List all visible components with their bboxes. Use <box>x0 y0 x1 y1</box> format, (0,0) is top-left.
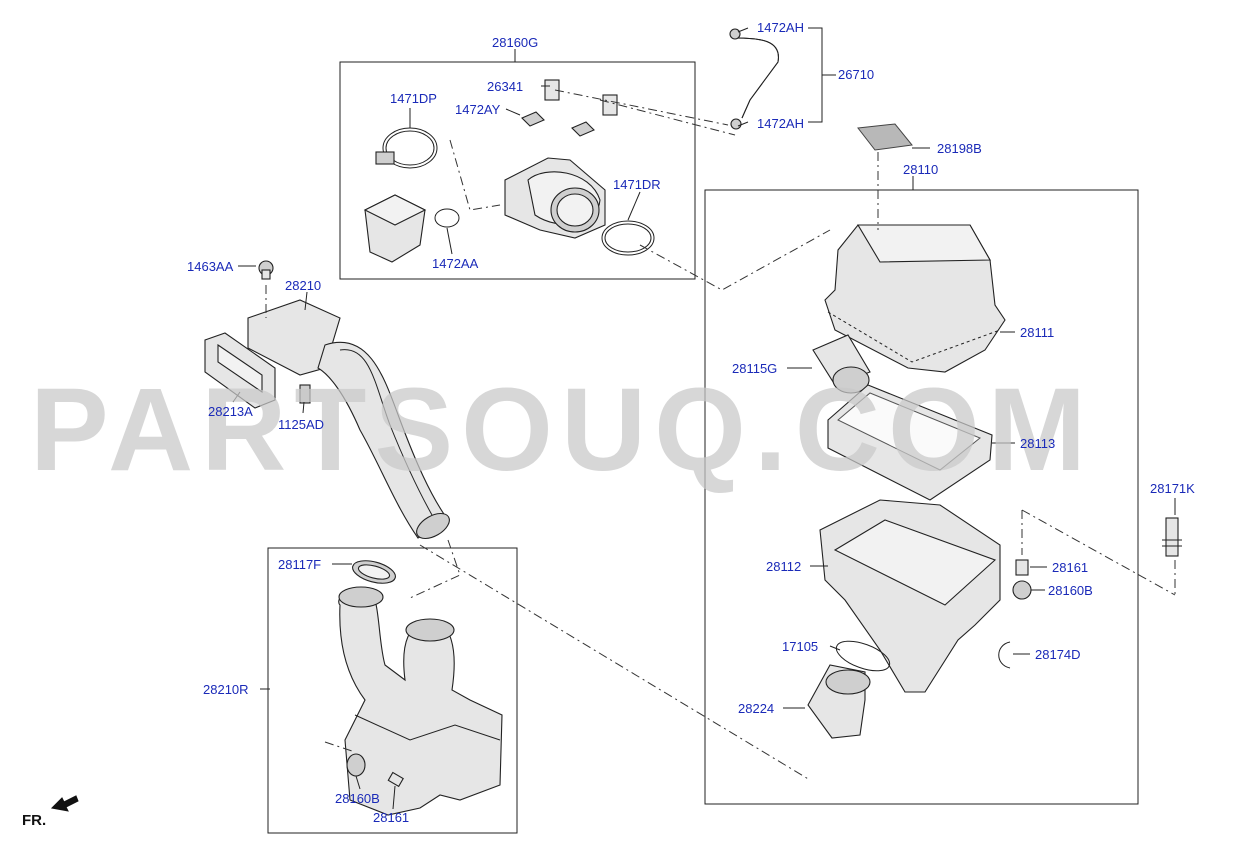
hose-28115G <box>812 334 871 394</box>
label-28161-left[interactable]: 28161 <box>373 810 409 825</box>
label-28117F[interactable]: 28117F <box>278 557 321 572</box>
group-frame-28160G <box>339 61 696 280</box>
label-1125AD[interactable]: 1125AD <box>278 417 324 432</box>
resonator-28210R <box>338 586 503 816</box>
clamp-1472AA <box>434 208 460 228</box>
air-duct-28210 <box>247 299 450 540</box>
hose-28224 <box>807 664 871 739</box>
label-1471DR[interactable]: 1471DR <box>613 177 661 192</box>
hose-26710 <box>729 28 779 130</box>
label-28160B-right[interactable]: 28160B <box>1048 583 1093 598</box>
label-1472AH-top[interactable]: 1472AH <box>757 20 804 35</box>
bolt-1463AA <box>258 260 274 280</box>
group-frame-28110 <box>704 189 1139 805</box>
label-28110[interactable]: 28110 <box>903 162 938 177</box>
bolt-1125AD <box>299 384 311 404</box>
lower-case-28112 <box>819 499 1001 693</box>
bracket-28213A <box>204 332 276 409</box>
label-28198B <box>857 123 913 151</box>
front-direction-label: FR. <box>22 812 46 829</box>
watermark-text: PARTSOUQ.COM <box>30 364 1094 496</box>
front-direction-arrow-icon <box>50 795 79 812</box>
label-28160B-left[interactable]: 28160B <box>335 791 380 806</box>
label-28111[interactable]: 28111 <box>1020 325 1054 340</box>
pin-28161-left <box>387 771 404 788</box>
pin-28161-right <box>1015 559 1029 576</box>
group-frame-28210R <box>267 547 518 834</box>
label-26710[interactable]: 26710 <box>838 67 874 82</box>
cover-28111 <box>824 224 1006 373</box>
label-28213A[interactable]: 28213A <box>208 404 253 419</box>
label-28171K[interactable]: 28171K <box>1150 481 1195 496</box>
clamp-1471DR <box>601 220 655 256</box>
label-28210[interactable]: 28210 <box>285 278 321 293</box>
clamp-1471DP <box>375 127 438 169</box>
label-1471DP[interactable]: 1471DP <box>390 91 437 106</box>
label-1472AH-bottom[interactable]: 1472AH <box>757 116 804 131</box>
label-28224[interactable]: 28224 <box>738 701 774 716</box>
label-28113[interactable]: 28113 <box>1020 436 1055 451</box>
grommet-28160B-right <box>1012 580 1032 600</box>
label-1463AA[interactable]: 1463AA <box>187 259 234 274</box>
label-28198B[interactable]: 28198B <box>937 141 982 156</box>
throttle-hose-assembly <box>504 157 606 239</box>
seal-17105 <box>835 640 891 672</box>
label-28161-right[interactable]: 28161 <box>1052 560 1088 575</box>
label-28115G[interactable]: 28115G <box>732 361 777 376</box>
label-28210R[interactable]: 28210R <box>203 682 249 697</box>
grommet-28117F <box>352 560 396 584</box>
grommet-28160B-left <box>346 753 366 777</box>
label-28174D[interactable]: 28174D <box>1035 647 1081 662</box>
resonator-cap <box>363 194 427 263</box>
filter-28113 <box>827 384 993 501</box>
label-28112[interactable]: 28112 <box>766 559 801 574</box>
label-28160G[interactable]: 28160G <box>492 35 538 50</box>
label-1472AA[interactable]: 1472AA <box>432 256 479 271</box>
clip-28174D <box>998 641 1011 669</box>
bolt-28171K <box>1162 517 1182 557</box>
label-26341[interactable]: 26341 <box>487 79 523 94</box>
label-17105[interactable]: 17105 <box>782 639 818 654</box>
fittings-26341 <box>521 79 618 137</box>
label-1472AY[interactable]: 1472AY <box>455 102 501 117</box>
